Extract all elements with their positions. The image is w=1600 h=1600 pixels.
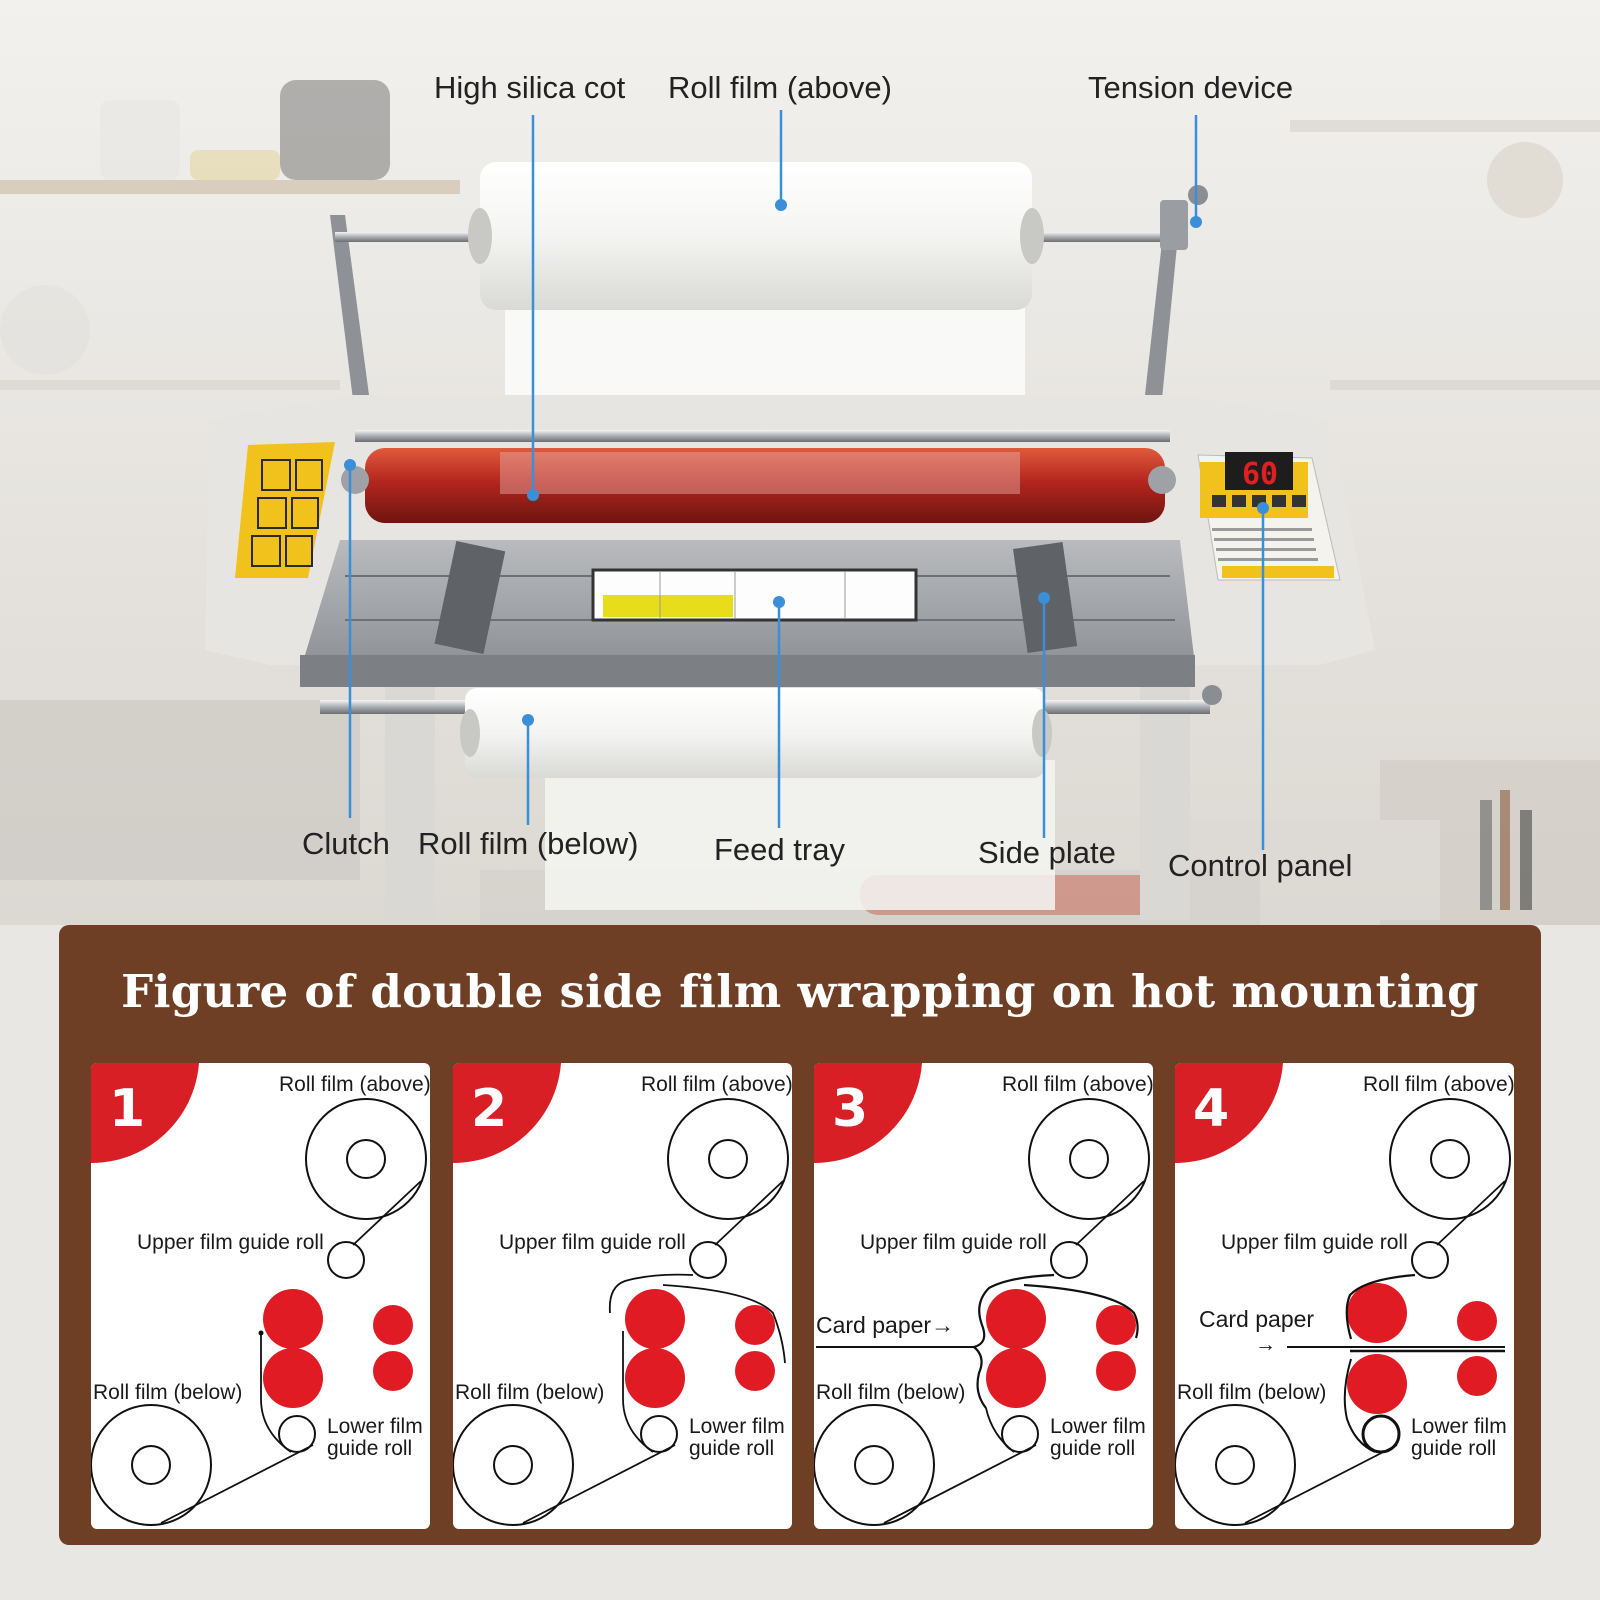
callout-side-plate: Side plate	[978, 835, 1116, 870]
label-card-arrow: →	[1255, 1333, 1276, 1356]
callout-tension-device: Tension device	[1088, 70, 1294, 105]
label-card-paper: Card paper	[1199, 1306, 1315, 1332]
step-card-1: 1 Roll film (above) Upper film guide rol…	[91, 1063, 430, 1529]
label-roll-above: Roll film (above)	[1363, 1073, 1514, 1096]
step-badge	[1175, 1063, 1283, 1164]
heated-roller	[625, 1348, 685, 1408]
label-lower-guide-2: guide roll	[689, 1437, 775, 1460]
heated-roller	[625, 1289, 685, 1349]
background-shelves	[0, 80, 1600, 925]
step-card-3: 3 Roll film (above) Upper film guide rol…	[814, 1063, 1153, 1529]
label-roll-above: Roll film (above)	[641, 1073, 792, 1096]
upper-guide-roll	[1411, 1241, 1449, 1279]
callout-roll-film-above: Roll film (above)	[668, 70, 892, 105]
label-lower-guide-1: Lower film	[1411, 1415, 1507, 1438]
label-roll-below: Roll film (below)	[455, 1381, 605, 1404]
label-lower-guide-1: Lower film	[327, 1415, 423, 1438]
roll-below	[91, 1404, 212, 1526]
roll-above	[1028, 1098, 1150, 1220]
heated-roller	[263, 1348, 323, 1408]
label-roll-below: Roll film (below)	[816, 1381, 966, 1404]
label-lower-guide-2: guide roll	[1050, 1437, 1136, 1460]
pull-roller	[373, 1305, 413, 1345]
callout-high-silica-cot: High silica cot	[434, 70, 626, 105]
film-wrapping-panel: Figure of double side film wrapping on h…	[59, 925, 1541, 1545]
label-roll-above: Roll film (above)	[1002, 1073, 1153, 1096]
panel-title: Figure of double side film wrapping on h…	[121, 965, 1479, 1018]
label-roll-below: Roll film (below)	[93, 1381, 243, 1404]
pull-roller	[1096, 1351, 1136, 1391]
upper-guide-roll	[689, 1241, 727, 1279]
heated-roller	[1347, 1283, 1407, 1343]
label-lower-guide-2: guide roll	[1411, 1437, 1497, 1460]
pull-roller	[1457, 1356, 1497, 1396]
callout-clutch: Clutch	[302, 826, 390, 861]
roll-above	[305, 1098, 427, 1220]
step-number: 2	[471, 1079, 508, 1139]
roll-below	[814, 1404, 935, 1526]
label-card-paper: Card paper→	[816, 1312, 955, 1338]
label-upper-guide: Upper film guide roll	[1221, 1231, 1408, 1254]
callout-control-panel: Control panel	[1168, 848, 1353, 883]
step-number: 3	[832, 1079, 869, 1139]
pull-roller	[1096, 1305, 1136, 1345]
label-roll-below: Roll film (below)	[1177, 1381, 1327, 1404]
label-lower-guide-1: Lower film	[1050, 1415, 1146, 1438]
lower-guide-roll	[1361, 1414, 1401, 1454]
heated-roller	[263, 1289, 323, 1349]
roll-below	[453, 1404, 574, 1526]
lower-guide-roll	[640, 1415, 678, 1453]
label-upper-guide: Upper film guide roll	[499, 1231, 686, 1254]
laminator-illustration: 60	[0, 0, 1600, 925]
roll-below	[1175, 1404, 1296, 1526]
pull-roller	[373, 1351, 413, 1391]
step-number: 4	[1193, 1079, 1230, 1139]
label-lower-guide-2: guide roll	[327, 1437, 413, 1460]
heated-roller	[986, 1348, 1046, 1408]
callout-dots	[344, 199, 1269, 726]
upper-guide-roll	[327, 1241, 365, 1279]
roll-above	[667, 1098, 789, 1220]
label-upper-guide: Upper film guide roll	[860, 1231, 1047, 1254]
label-upper-guide: Upper film guide roll	[137, 1231, 324, 1254]
heated-roller	[986, 1289, 1046, 1349]
lower-guide-roll	[1001, 1415, 1039, 1453]
callout-lines	[348, 110, 1265, 850]
heated-roller	[1347, 1354, 1407, 1414]
roll-above	[1389, 1098, 1511, 1220]
label-roll-above: Roll film (above)	[279, 1073, 430, 1096]
label-lower-guide-1: Lower film	[689, 1415, 785, 1438]
display-readout: 60	[1242, 457, 1278, 492]
pull-roller	[735, 1351, 775, 1391]
step-badge	[91, 1063, 199, 1164]
callout-roll-film-below: Roll film (below)	[418, 826, 639, 861]
step-badge	[453, 1063, 561, 1164]
step-number: 1	[109, 1079, 146, 1139]
pull-roller	[735, 1305, 775, 1345]
pull-roller	[1457, 1301, 1497, 1341]
step-card-4: 4 Roll film (above) Upper film guide rol…	[1175, 1063, 1514, 1529]
lower-guide-roll	[278, 1415, 316, 1453]
callout-feed-tray: Feed tray	[714, 832, 845, 867]
step-card-2: 2 Roll film (above) Upper film guide rol…	[453, 1063, 792, 1529]
step-badge	[814, 1063, 922, 1164]
upper-guide-roll	[1050, 1241, 1088, 1279]
